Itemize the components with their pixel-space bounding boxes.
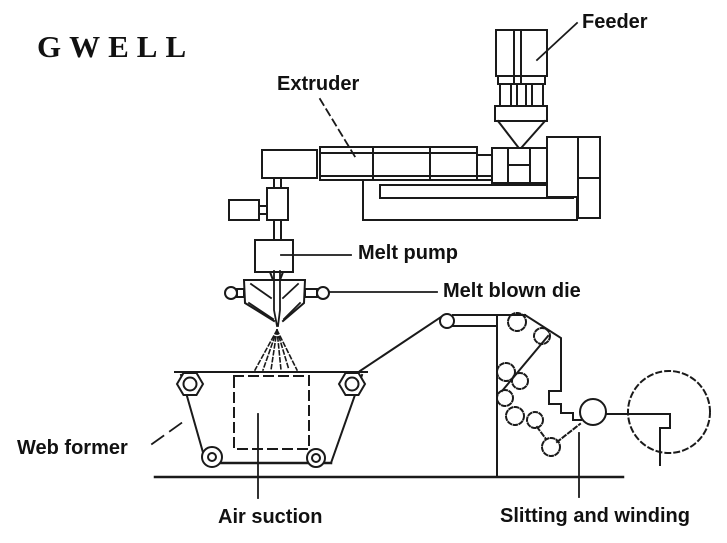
belt-roller-top-right: [337, 372, 367, 396]
winder-guide-roller: [579, 398, 607, 426]
slitter-rollers: [496, 312, 561, 457]
air-suction-box: [233, 375, 310, 450]
belt-roller-bottom-right: [306, 448, 326, 468]
label-melt-pump: Melt pump: [358, 242, 458, 264]
extruder-assembly: [261, 146, 493, 181]
label-extruder: Extruder: [277, 73, 359, 95]
label-melt-blown-die: Melt blown die: [443, 280, 581, 302]
slitter-web-path: [535, 422, 582, 444]
wound-roll: [627, 370, 711, 454]
web-former-belt: [174, 371, 368, 468]
fiber-spray-fan: [253, 328, 299, 372]
belt-roller-bottom-left: [201, 446, 223, 468]
die-side-bolts: [224, 286, 330, 300]
belt-roller-top-left: [175, 372, 205, 396]
web-path-line: [358, 315, 443, 373]
melt-pump-body: [254, 239, 294, 273]
slitter-frame-right: [523, 313, 582, 421]
winder-arm: [605, 413, 671, 466]
extruder-base: [362, 179, 578, 221]
slitting-unit: [439, 312, 582, 478]
web-former-leader-line: [150, 417, 189, 446]
feeder-leader-line: [535, 21, 579, 62]
melt-pump-assembly: [228, 177, 294, 281]
gearbox: [546, 136, 601, 219]
label-web-former: Web former: [17, 437, 128, 459]
winding-unit: [579, 370, 711, 466]
brand-logo: GWELL: [37, 29, 194, 64]
extruder-leader-line: [318, 97, 359, 162]
melt-blown-die-body: [224, 270, 330, 328]
label-air-suction: Air suction: [218, 506, 322, 528]
label-feeder: Feeder: [582, 11, 648, 33]
feed-throat: [491, 147, 548, 184]
slitter-entry-roller: [439, 313, 455, 329]
feeder-hopper: [494, 29, 548, 149]
label-slitting-winding: Slitting and winding: [500, 505, 690, 527]
